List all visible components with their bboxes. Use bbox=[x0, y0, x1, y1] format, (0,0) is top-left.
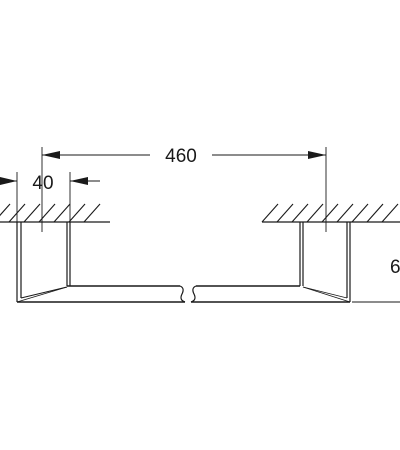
hatch-stroke bbox=[276, 203, 294, 223]
dimension-projection-depth: 40 bbox=[0, 172, 100, 228]
hatch-stroke bbox=[336, 203, 354, 223]
hatch-stroke bbox=[321, 203, 339, 223]
wall-hatch-right bbox=[261, 203, 400, 223]
hatch-stroke bbox=[291, 203, 309, 223]
hatch-stroke bbox=[83, 203, 101, 223]
hatch-stroke bbox=[23, 203, 41, 223]
dimension-label-overall-width: 460 bbox=[165, 146, 197, 167]
arrow-left-icon bbox=[42, 151, 60, 159]
arrow-right-icon bbox=[0, 177, 17, 185]
hatch-stroke bbox=[38, 203, 56, 223]
arrow-right-icon bbox=[308, 151, 326, 159]
dimension-label-projection-depth: 40 bbox=[32, 173, 53, 194]
hatch-stroke bbox=[0, 203, 11, 217]
towel-bar-left-section bbox=[17, 285, 186, 303]
left-bracket bbox=[16, 222, 71, 303]
hatch-stroke bbox=[381, 203, 399, 223]
hatch-stroke bbox=[53, 203, 71, 223]
dimension-overall-width: 460 bbox=[41, 146, 327, 232]
hatch-stroke bbox=[366, 203, 384, 223]
right-bracket bbox=[299, 222, 351, 303]
hatch-stroke bbox=[306, 203, 324, 223]
hatch-stroke bbox=[261, 203, 279, 223]
towel-bar-right-section bbox=[190, 285, 350, 303]
hatch-stroke bbox=[351, 203, 369, 223]
wall-hatch-left bbox=[0, 203, 110, 223]
dimension-height: 6 bbox=[352, 221, 400, 303]
arrow-left-icon bbox=[70, 177, 88, 185]
dimension-label-height: 6 bbox=[390, 257, 400, 278]
hatch-stroke bbox=[68, 203, 86, 223]
